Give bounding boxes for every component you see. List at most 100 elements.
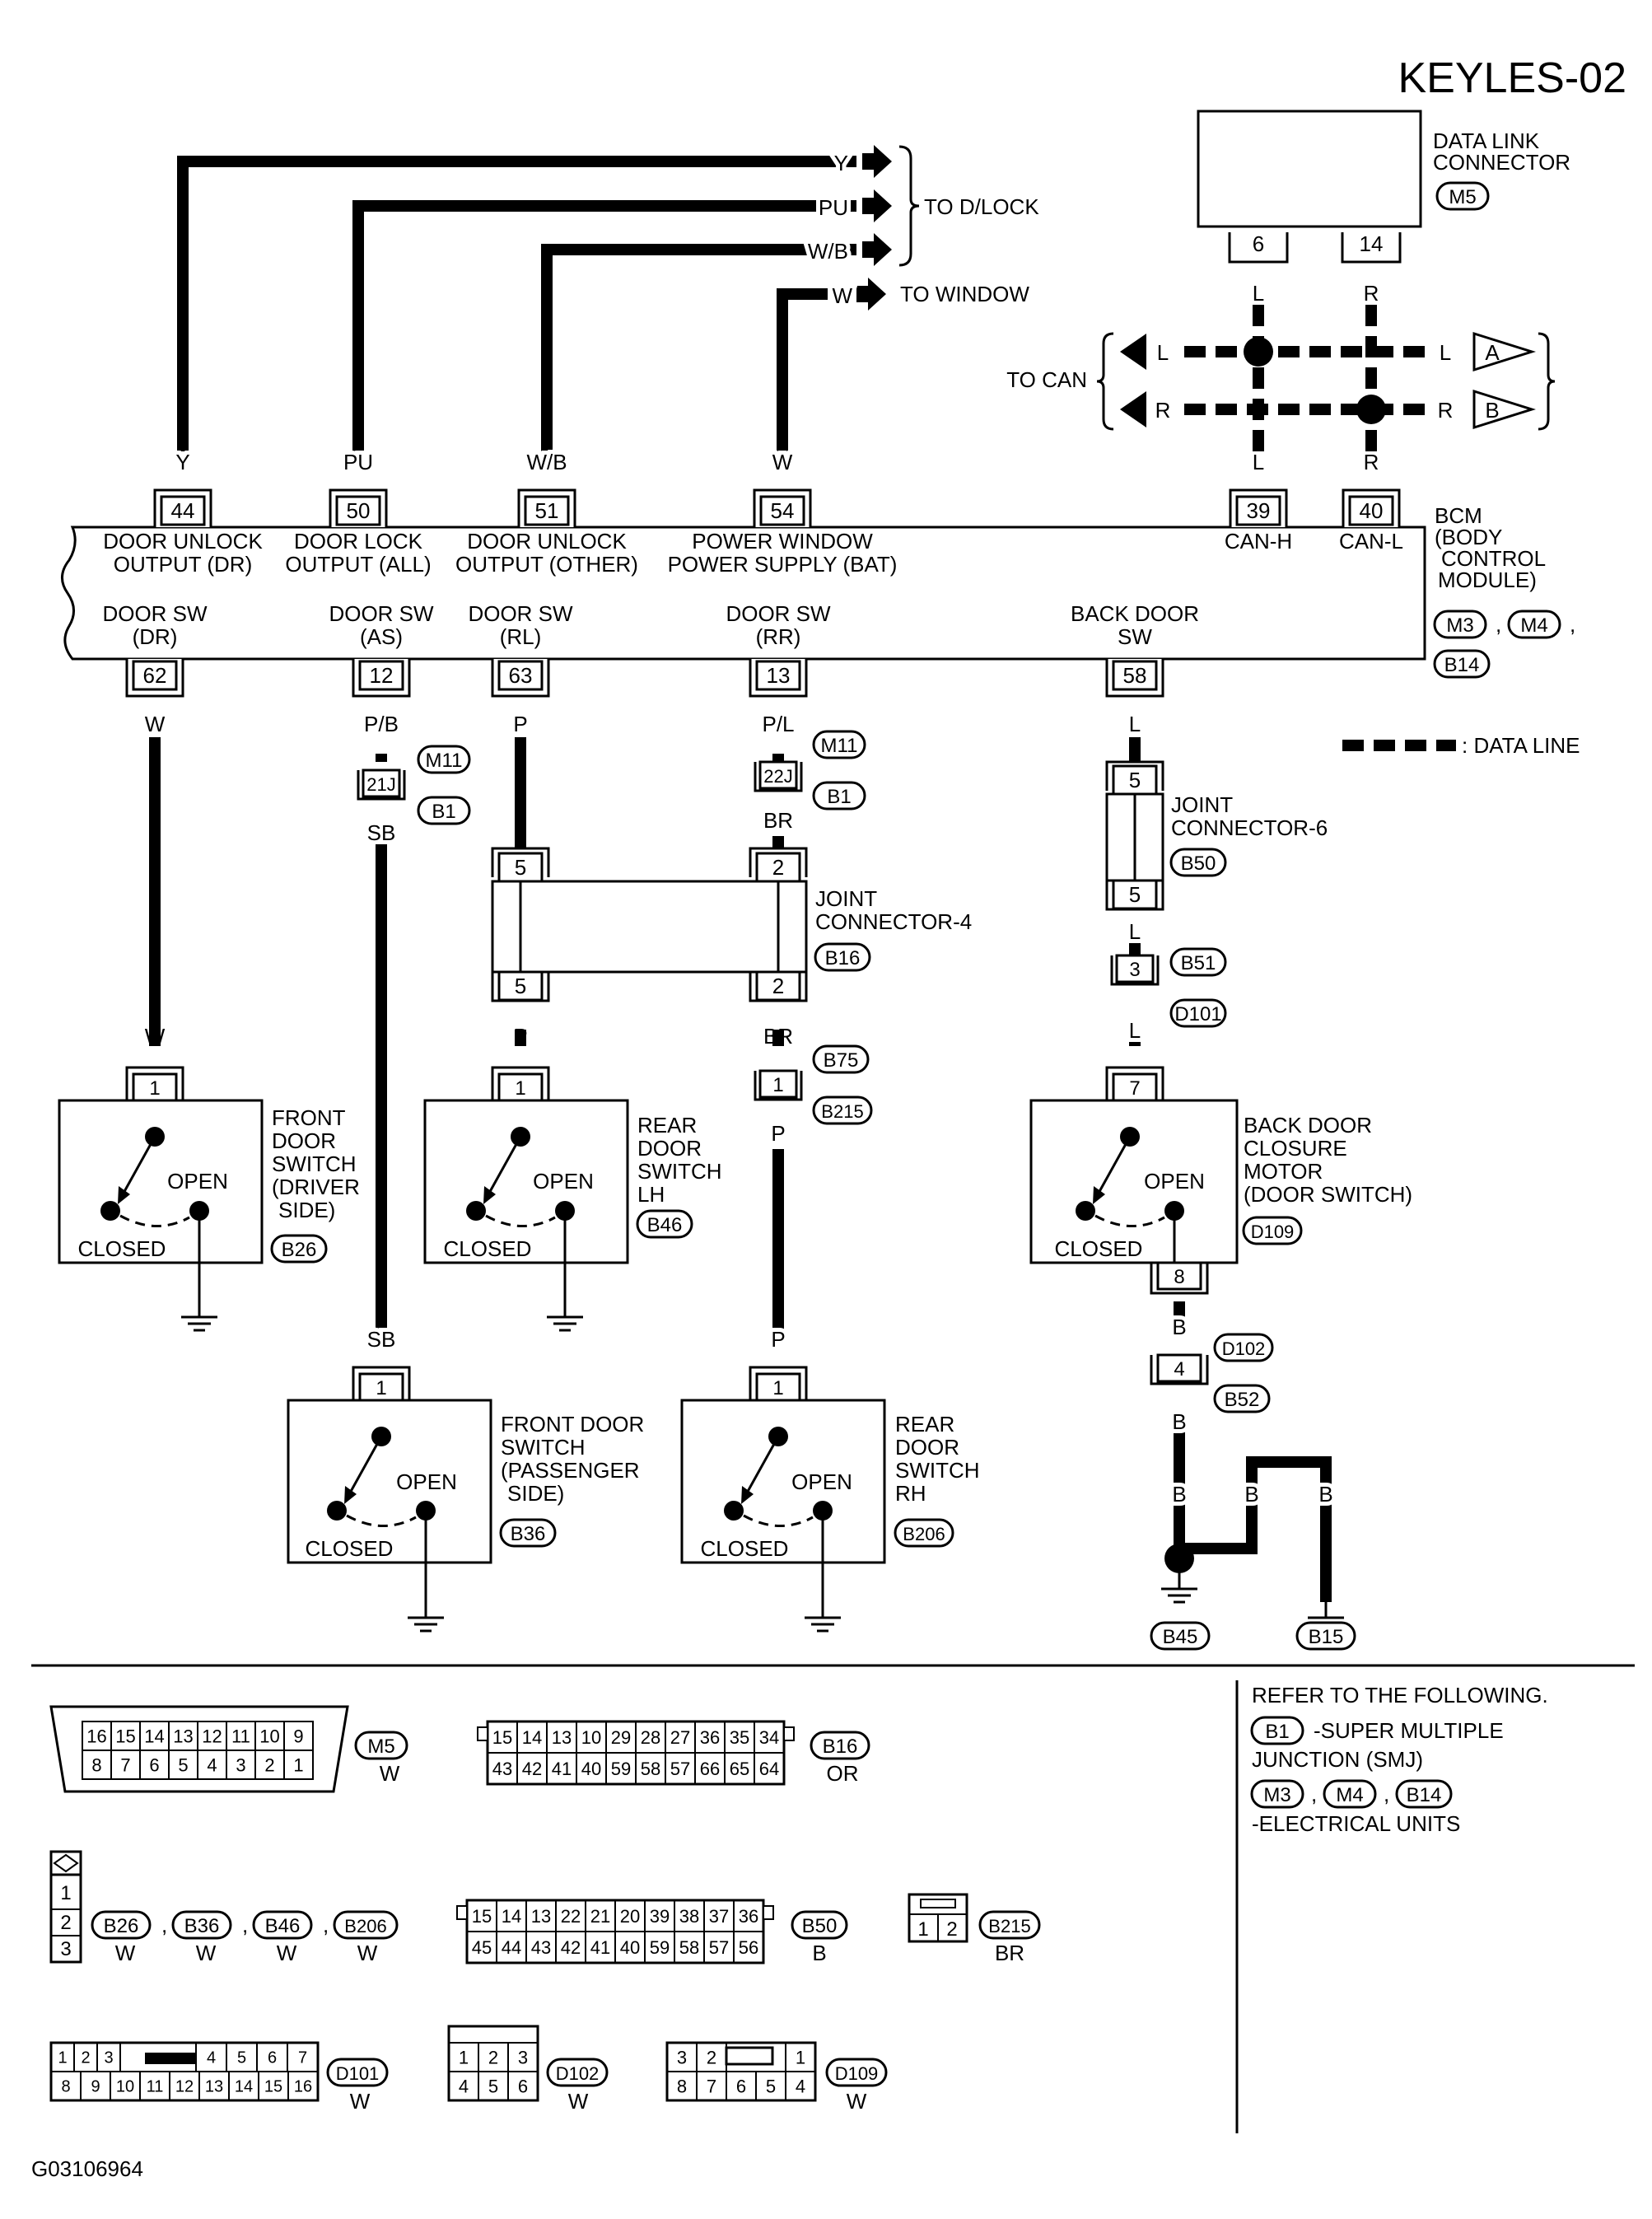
face-b26-color: W <box>115 1941 136 1965</box>
refer-smj-2: JUNCTION (SMJ) <box>1252 1747 1423 1772</box>
joint-connector-6 <box>1105 760 1164 911</box>
b16-pin: 29 <box>611 1727 631 1748</box>
b16-pin: 41 <box>552 1759 572 1779</box>
back-door-conn: D109 <box>1251 1222 1295 1242</box>
wire-b52-b: B <box>1172 1409 1186 1434</box>
face-b36: B36 <box>184 1915 220 1937</box>
bcm-12-label-1: DOOR SW <box>329 601 434 626</box>
m5-pin: 11 <box>231 1726 250 1746</box>
d109-face-color: W <box>847 2089 867 2114</box>
refer-m3: M3 <box>1263 1784 1290 1806</box>
wire-color-y: Y <box>834 151 848 175</box>
rear-rh-open: OPEN <box>791 1469 852 1494</box>
svg-text:,: , <box>242 1913 248 1937</box>
jc4-pin-2-bottom: 2 <box>772 974 784 998</box>
front-dr-label-4: (DRIVER <box>272 1175 360 1199</box>
front-pass-label-1: FRONT DOOR <box>501 1412 644 1437</box>
wire-fp-sb: SB <box>367 1327 396 1352</box>
d101-pin: 6 <box>268 2049 277 2067</box>
joint-22j: 22J <box>754 760 803 792</box>
rear-rh-label-1: REAR <box>895 1412 954 1437</box>
can-left-l: L <box>1157 340 1169 365</box>
bcm-desc-1: (BODY <box>1435 525 1502 549</box>
data-link-connector-box <box>1197 110 1422 228</box>
bcm-62-label-2: (DR) <box>133 624 178 649</box>
svg-text:22J: 22J <box>763 766 792 787</box>
b16-pin: 42 <box>522 1759 542 1779</box>
bcm-pin-40: 40 <box>1360 498 1384 523</box>
front-dr-label-2: DOOR <box>272 1128 336 1153</box>
rear-lh-label-4: LH <box>637 1182 665 1207</box>
bcm-top-terminal-frames <box>153 488 1401 527</box>
d102-face-color: W <box>568 2089 589 2114</box>
jc6-pin-5-top: 5 <box>1129 768 1141 792</box>
m5-pin: 16 <box>86 1726 106 1746</box>
wire-58-color: L <box>1129 712 1141 736</box>
b51-pin-3: 3 <box>1129 959 1140 981</box>
d109-pin: 1 <box>796 2047 805 2067</box>
wire-d102-b-1: B <box>1172 1315 1186 1339</box>
jc6-conn: B50 <box>1181 853 1216 875</box>
to-dlock-label: TO D/LOCK <box>924 194 1039 219</box>
front-dr-conn: B26 <box>282 1239 317 1261</box>
bcm-51-label-1: DOOR UNLOCK <box>467 529 627 554</box>
b215-face-pin-2: 2 <box>946 1918 957 1941</box>
m5-pin: 15 <box>115 1726 135 1746</box>
can-l-wire-r: R <box>1364 450 1379 474</box>
dlc-pins <box>1228 232 1402 264</box>
pin-cell <box>754 1752 785 1785</box>
b16-face-color: OR <box>827 1761 859 1786</box>
dlc-wire-l: L <box>1253 281 1264 306</box>
bcm-63-label-1: DOOR SW <box>468 601 573 626</box>
b50-pin: 36 <box>739 1906 758 1927</box>
wire-d101-l: L <box>1129 1018 1141 1043</box>
m5-pin: 14 <box>144 1726 164 1746</box>
m5-pin: 5 <box>178 1754 188 1775</box>
rear-rh-closed: CLOSED <box>701 1536 789 1561</box>
b50-pin: 21 <box>590 1906 610 1927</box>
m5-pin: 1 <box>293 1754 303 1775</box>
b16-pin: 58 <box>641 1759 660 1779</box>
back-door-label-4: (DOOR SWITCH) <box>1244 1182 1412 1207</box>
b26-face-pin-2: 2 <box>60 1912 71 1934</box>
can-left-brace <box>1096 332 1114 431</box>
svg-text:21J: 21J <box>366 774 395 795</box>
b16-pin: 28 <box>641 1727 660 1748</box>
b16-pin: 13 <box>552 1727 572 1748</box>
can-b-label: B <box>1485 398 1499 423</box>
joint-21j-m11: M11 <box>426 750 463 772</box>
bcm-51-color: W/B <box>526 450 567 474</box>
bcm-pin-63: 63 <box>509 663 533 688</box>
b26-face-pin-1: 1 <box>60 1882 71 1904</box>
b215-face-pin-1: 1 <box>917 1918 928 1941</box>
back-door-label-1: BACK DOOR <box>1244 1113 1372 1138</box>
refer-electrical-units: -ELECTRICAL UNITS <box>1252 1811 1460 1836</box>
conn-d101: D101 <box>1174 1003 1221 1025</box>
d101-pin: 10 <box>116 2078 134 2096</box>
bcm-54-color: W <box>772 450 793 474</box>
face-b36-color: W <box>196 1941 217 1965</box>
output-arrows <box>856 145 892 311</box>
m5-pin: 12 <box>202 1726 222 1746</box>
can-a-label: A <box>1485 340 1500 365</box>
d102-pin: 6 <box>518 2076 528 2096</box>
b16-pin: 35 <box>730 1727 749 1748</box>
refer-m4: M4 <box>1336 1784 1363 1806</box>
b50-pin: 45 <box>472 1937 492 1958</box>
front-dr-label-5: SIDE) <box>278 1198 335 1222</box>
pin-cell <box>287 2071 319 2101</box>
d109-pin: 4 <box>796 2076 805 2096</box>
m5-face-color: W <box>380 1761 400 1786</box>
jc6-label-1: JOINT <box>1171 792 1233 817</box>
connector-d102-b52 <box>1150 1353 1209 1385</box>
to-window-label: TO WINDOW <box>900 282 1029 306</box>
back-door-closed: CLOSED <box>1055 1236 1143 1261</box>
rear-lh-open: OPEN <box>533 1169 594 1194</box>
output-wires <box>177 156 856 451</box>
face-b206: B206 <box>344 1916 386 1936</box>
b16-pin: 64 <box>759 1759 779 1779</box>
switch-wires <box>149 737 1332 1602</box>
m5-pin: 10 <box>259 1726 279 1746</box>
